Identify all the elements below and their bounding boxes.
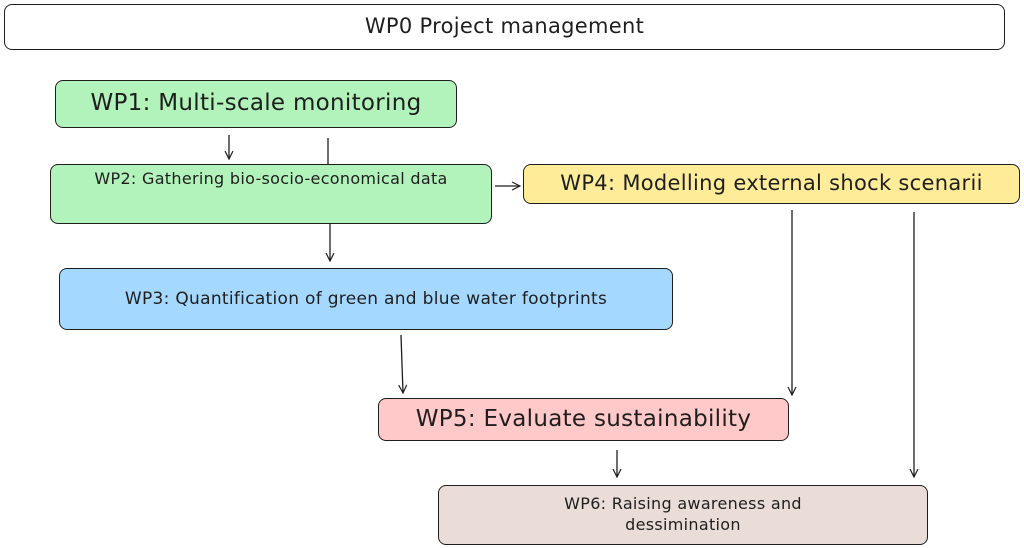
node-label: WP1: Multi-scale monitoring <box>90 90 422 117</box>
node-label: WP0 Project management <box>364 14 645 39</box>
node-label: WP5: Evaluate sustainability <box>415 405 752 432</box>
node-wp3: WP3: Quantification of green and blue wa… <box>59 268 673 330</box>
node-wp2: WP2: Gathering bio-socio-economical data <box>50 164 492 224</box>
node-wp4: WP4: Modelling external shock scenarii <box>523 164 1020 204</box>
node-wp1: WP1: Multi-scale monitoring <box>55 80 457 128</box>
node-label: WP3: Quantification of green and blue wa… <box>124 288 608 309</box>
node-wp6: WP6: Raising awareness and dessimination <box>438 485 928 545</box>
node-label: WP2: Gathering bio-socio-economical data <box>94 169 448 188</box>
node-wp5: WP5: Evaluate sustainability <box>378 398 789 441</box>
node-label: WP6: Raising awareness and dessimination <box>564 494 802 534</box>
arrow-wp3-wp5 <box>401 334 403 393</box>
node-label: WP4: Modelling external shock scenarii <box>560 171 983 196</box>
node-wp0: WP0 Project management <box>4 4 1005 50</box>
